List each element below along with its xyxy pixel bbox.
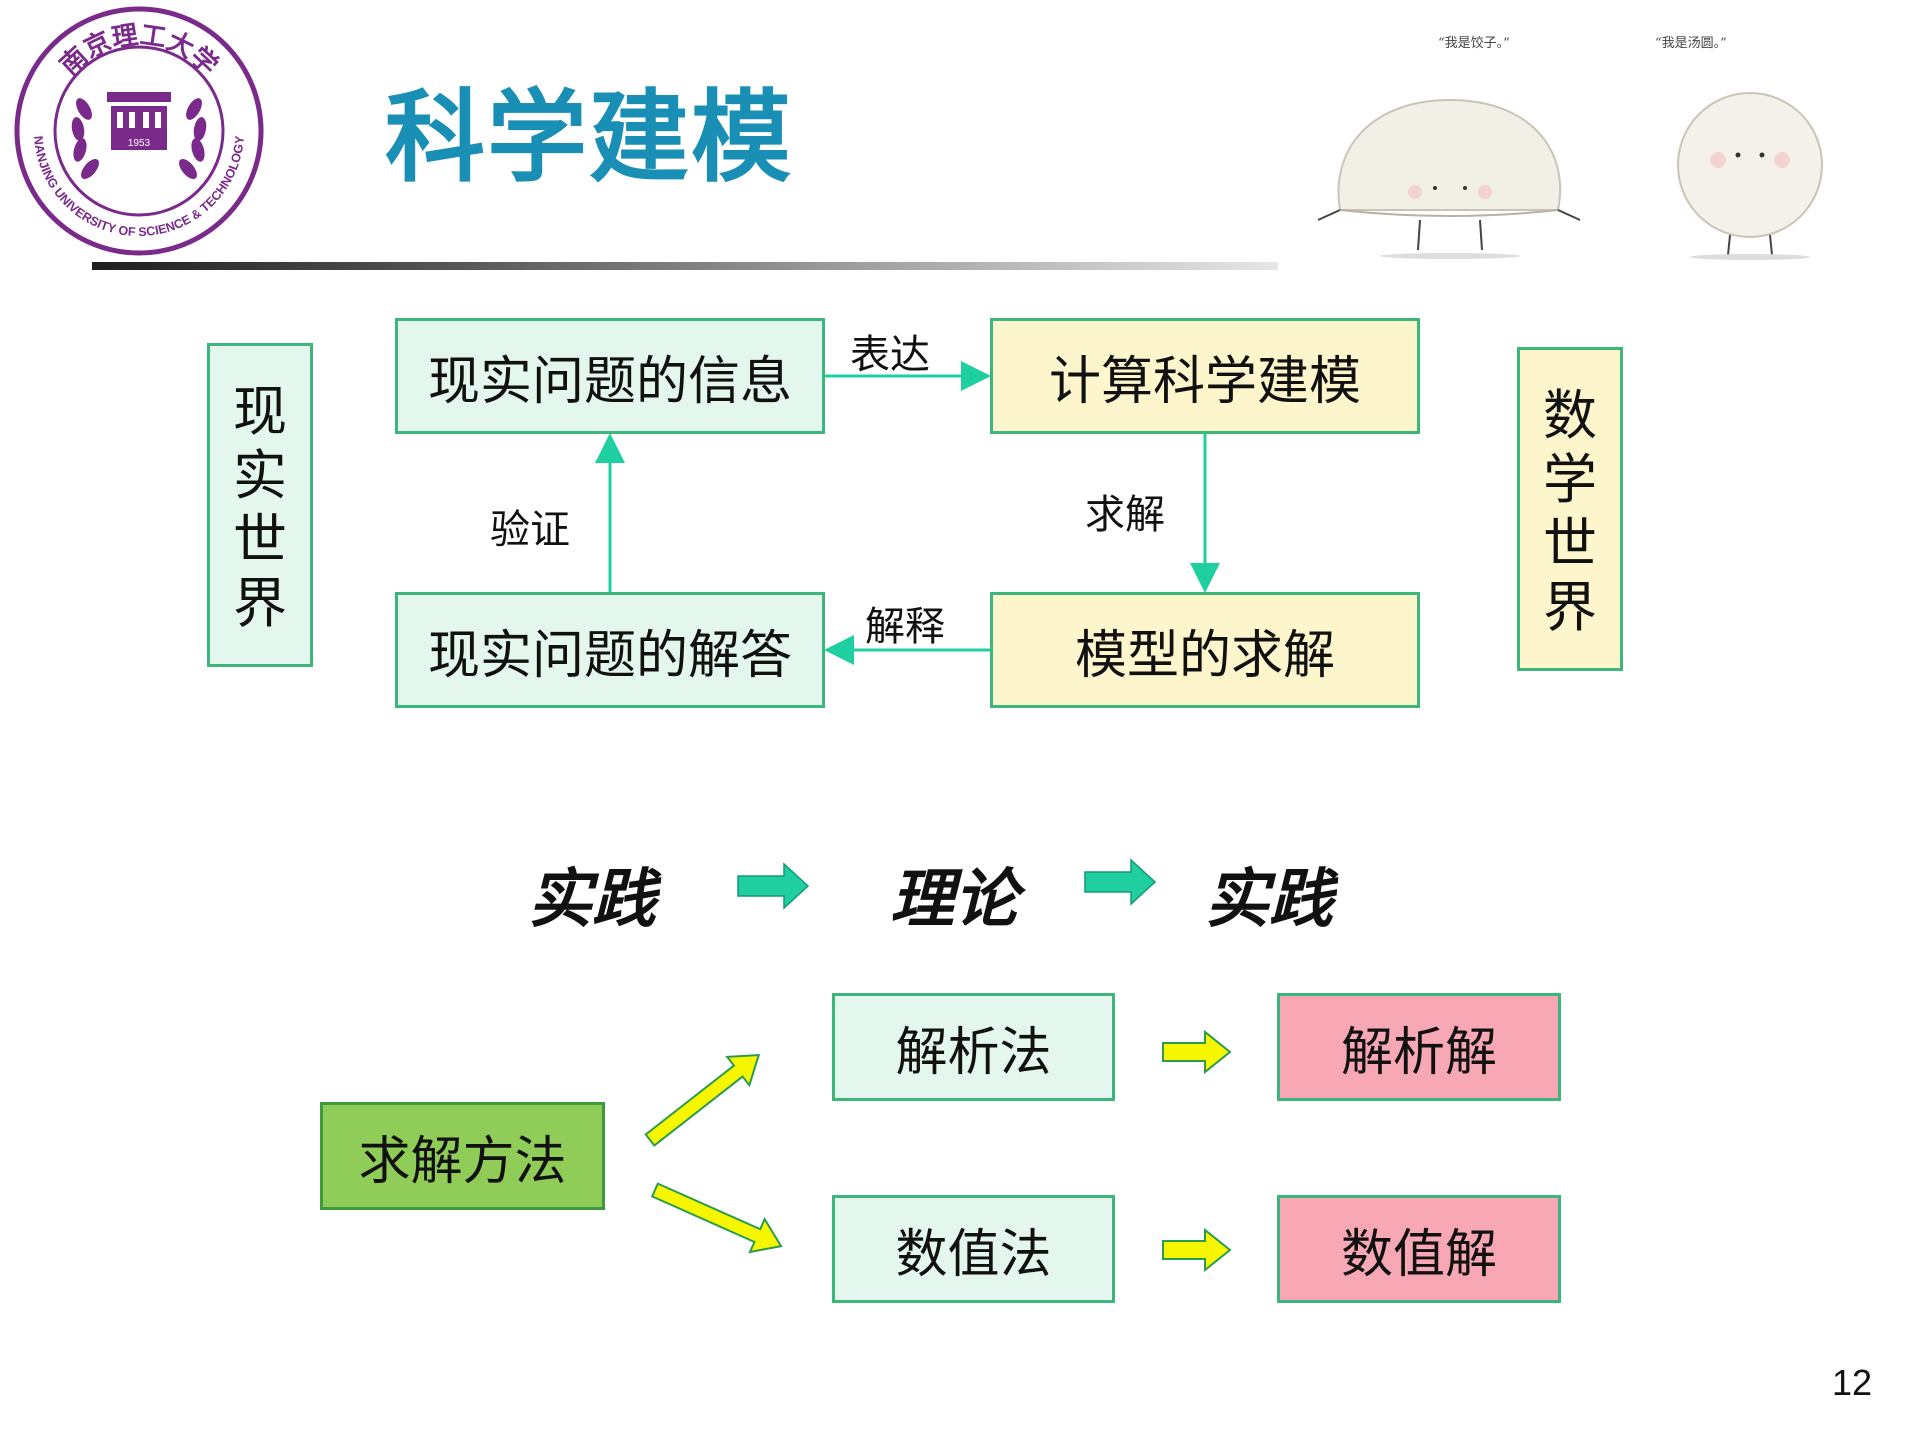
- analytic-method-label: 解析法: [895, 1022, 1052, 1083]
- real-problem-info-box: 现实问题的信息: [395, 318, 825, 434]
- explain-edge-label: 解释: [865, 604, 945, 650]
- page-number: 12: [1832, 1362, 1873, 1403]
- analytic-solution-label: 解析解: [1340, 1022, 1497, 1083]
- seal-year: 1953: [128, 138, 151, 149]
- analytic-solution-box: 解析解: [1277, 993, 1561, 1101]
- numeric-arrow: [1162, 1227, 1232, 1273]
- practice-word-2: 实践: [1205, 862, 1333, 937]
- practice-arrow-1: [737, 862, 810, 910]
- slide-title: 科学建模: [385, 79, 793, 196]
- real-world-box: 现实世界: [207, 343, 313, 667]
- computational-modeling-label: 计算科学建模: [1048, 351, 1361, 412]
- math-world-box: 数学世界: [1517, 347, 1623, 671]
- seal-text-cn: 南京理工大学: [55, 20, 224, 81]
- model-solving-label: 模型的求解: [1074, 625, 1335, 686]
- branch-arrow-up: [644, 1053, 761, 1147]
- solve-edge-label: 求解: [1085, 492, 1165, 538]
- solution-methods-box: 求解方法: [320, 1102, 605, 1210]
- branch-arrow-down: [650, 1182, 783, 1254]
- header-divider: [92, 262, 1278, 270]
- numeric-solution-label: 数值解: [1340, 1224, 1497, 1285]
- model-solving-box: 模型的求解: [990, 592, 1420, 708]
- svg-text:南京理工大学: 南京理工大学: [55, 20, 224, 81]
- math-world-label: 数学世界: [1543, 384, 1597, 639]
- analytic-method-box: 解析法: [832, 993, 1115, 1101]
- dumpling-and-tangyuan-illustration: [1317, 92, 1823, 260]
- seal-text-en: NANJING UNIVERSITY OF SCIENCE & TECHNOLO…: [31, 135, 247, 240]
- numeric-method-label: 数值法: [895, 1224, 1052, 1285]
- computational-modeling-box: 计算科学建模: [990, 318, 1420, 434]
- real-problem-answer-box: 现实问题的解答: [395, 592, 825, 708]
- numeric-method-box: 数值法: [832, 1195, 1115, 1303]
- real-problem-answer-label: 现实问题的解答: [427, 625, 792, 686]
- real-problem-info-label: 现实问题的信息: [427, 351, 792, 412]
- analytic-arrow: [1162, 1029, 1232, 1075]
- dumpling-caption: “我是饺子。”: [1438, 36, 1510, 51]
- university-seal-logo: 南京理工大学 NANJING UNIVERSITY OF SCIENCE & T…: [14, 6, 264, 256]
- real-world-label: 现实世界: [233, 380, 287, 635]
- theory-word: 理论: [890, 862, 1018, 937]
- svg-text:NANJING UNIVERSITY OF SCIENCE: NANJING UNIVERSITY OF SCIENCE & TECHNOLO…: [31, 135, 247, 240]
- practice-arrow-2: [1084, 858, 1157, 906]
- express-edge-label: 表达: [850, 332, 930, 378]
- practice-word-1: 实践: [528, 862, 656, 937]
- numeric-solution-box: 数值解: [1277, 1195, 1561, 1303]
- solution-methods-label: 求解方法: [358, 1131, 567, 1192]
- tangyuan-caption: “我是汤圆。”: [1655, 36, 1727, 51]
- verify-edge-label: 验证: [490, 507, 570, 553]
